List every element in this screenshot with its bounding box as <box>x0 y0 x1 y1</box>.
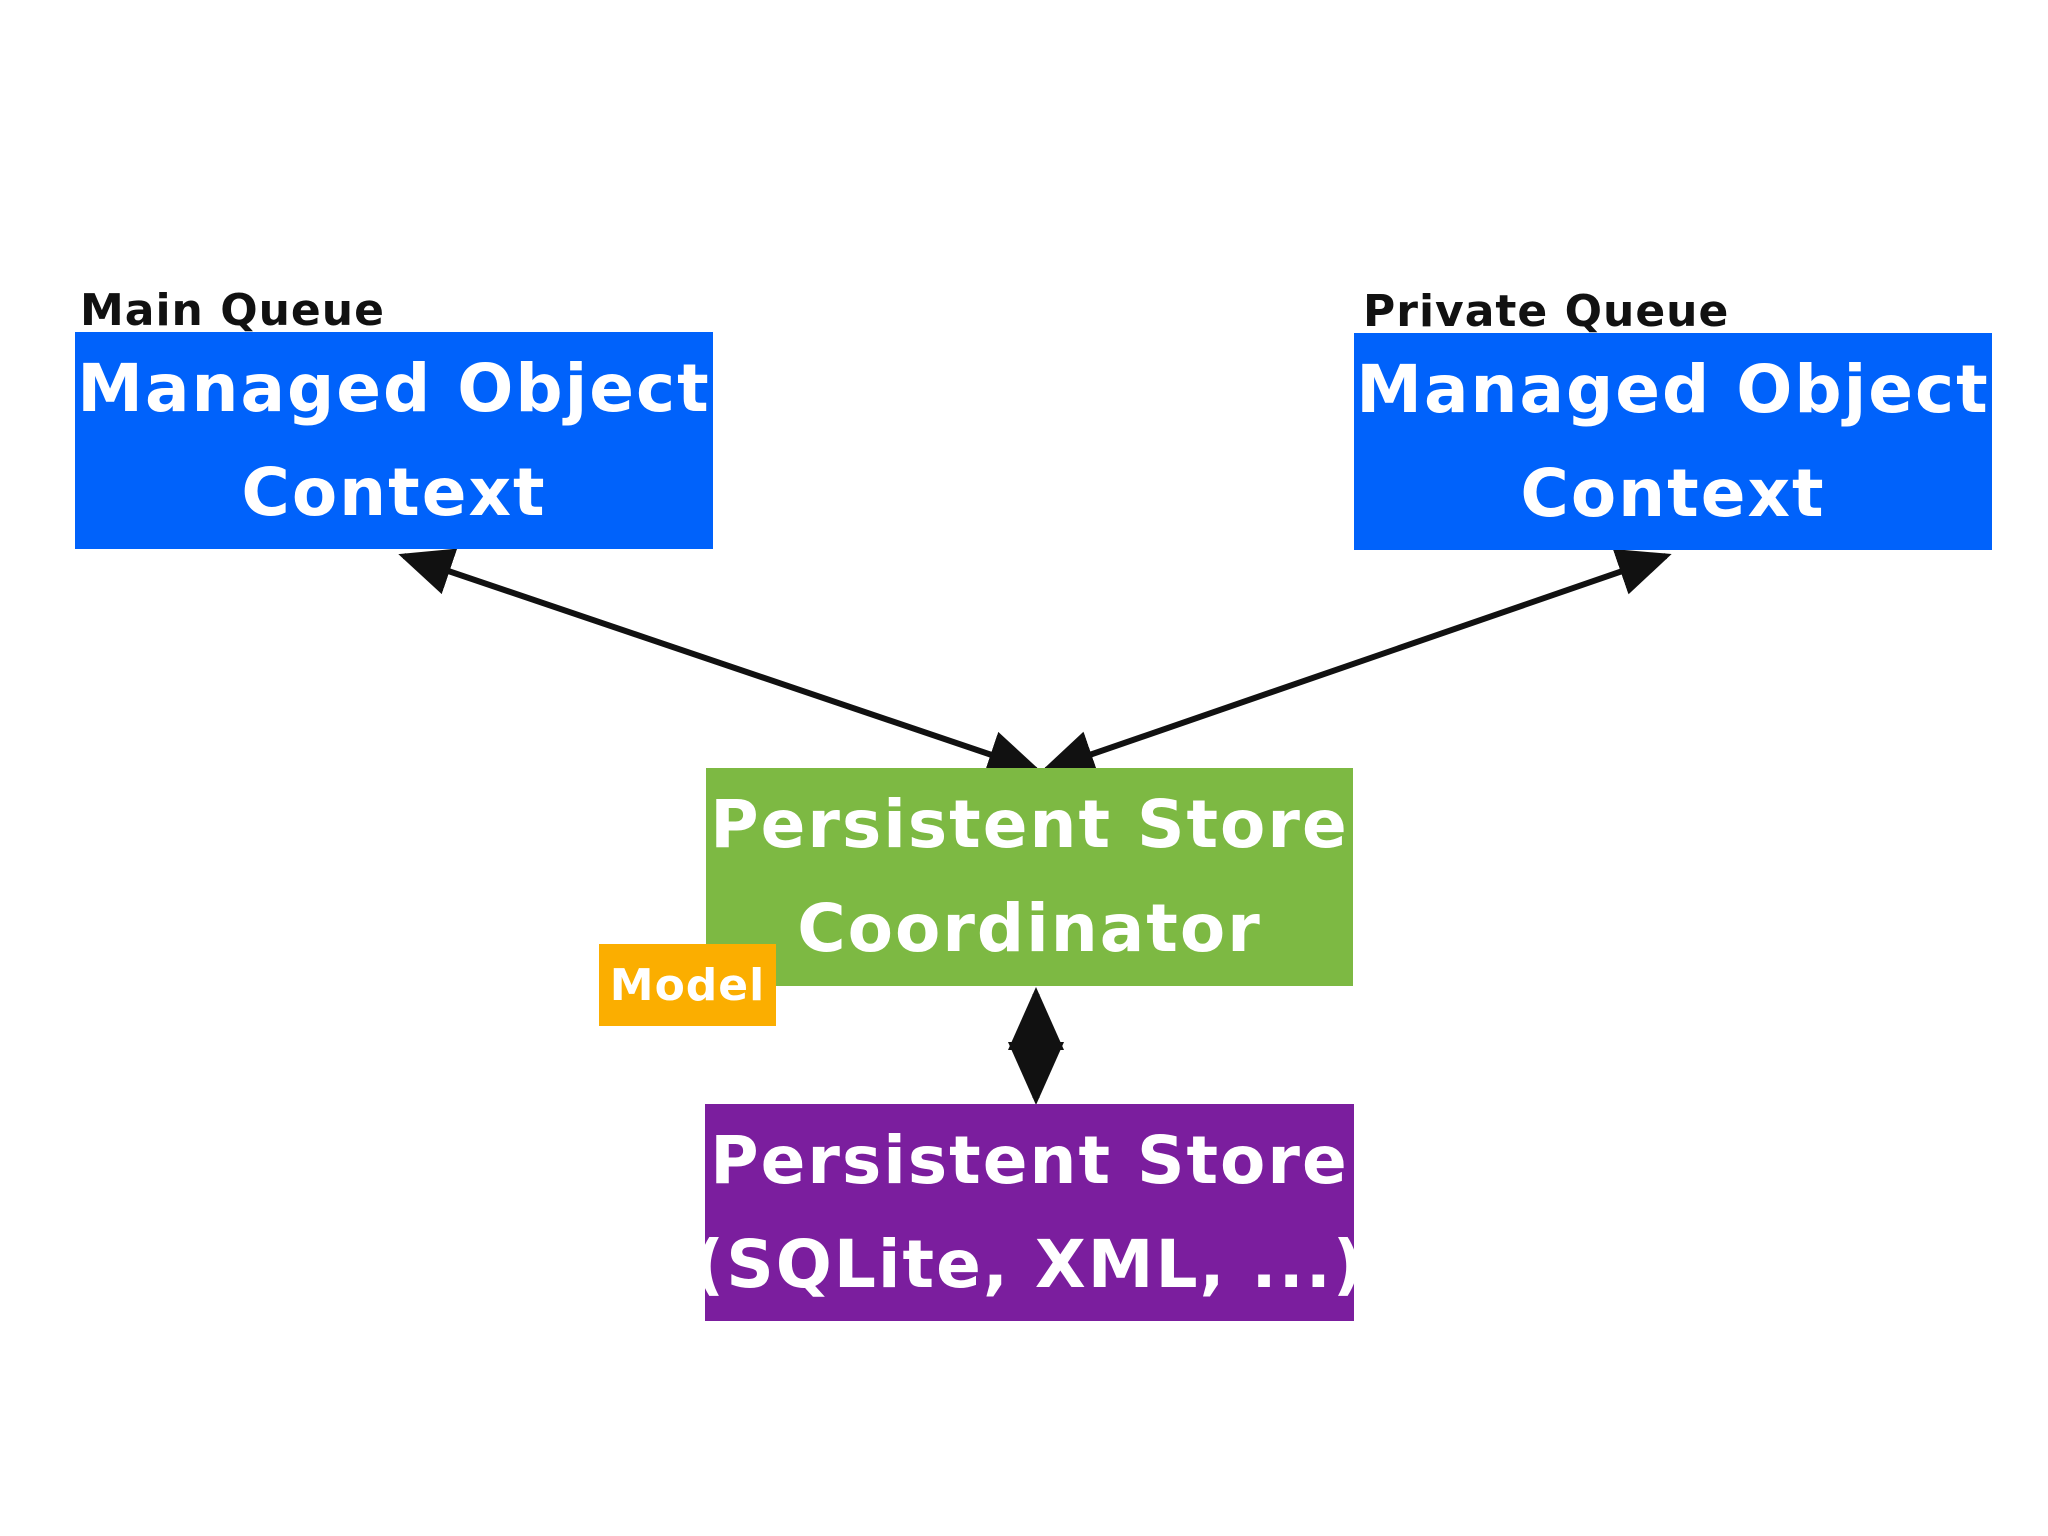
model-badge: Model <box>599 944 776 1026</box>
store-title-line2: (SQLite, XML, ...) <box>694 1225 1365 1303</box>
managed-object-context-main-box: Managed Object Context <box>75 332 713 549</box>
private-queue-label: Private Queue <box>1363 286 1730 337</box>
main-context-title-line1: Managed Object <box>77 349 711 427</box>
coordinator-title-line2: Coordinator <box>797 890 1262 967</box>
managed-object-context-private-box: Managed Object Context <box>1354 333 1992 550</box>
main-queue-label: Main Queue <box>80 285 385 336</box>
arrow-main-context-to-coordinator <box>398 548 1042 778</box>
private-context-title-line2: Context <box>1520 454 1826 532</box>
persistent-store-box: Persistent Store (SQLite, XML, ...) <box>694 1104 1363 1321</box>
main-context-title-line2: Context <box>241 453 547 531</box>
private-context-title-line1: Managed Object <box>1356 350 1990 428</box>
arrow-private-context-to-coordinator <box>1040 548 1672 778</box>
store-title-line1: Persistent Store <box>710 1121 1349 1199</box>
coordinator-title-line1: Persistent Store <box>710 786 1349 863</box>
persistent-store-coordinator-box: Persistent Store Coordinator <box>706 768 1353 986</box>
